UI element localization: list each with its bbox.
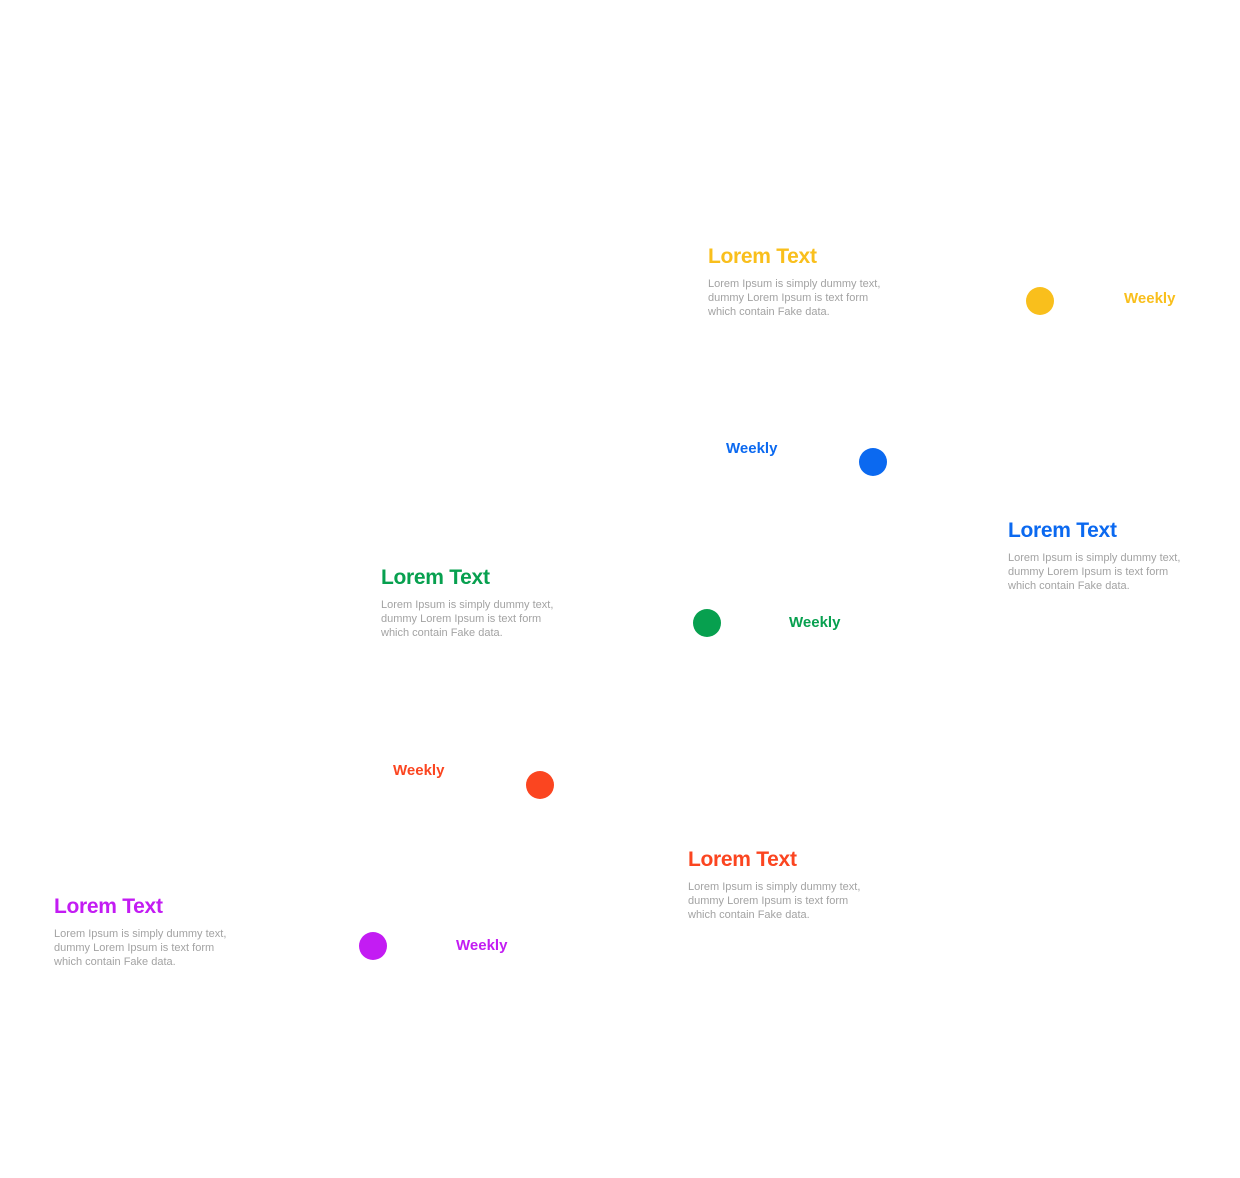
step-1-text-block: Lorem Text Lorem Ipsum is simply dummy t…: [708, 244, 908, 319]
step-1-description: Lorem Ipsum is simply dummy text, dummy …: [708, 277, 908, 319]
step-1-weekly-label: Weekly: [1124, 290, 1176, 307]
step-2-description-line: Lorem Ipsum is simply dummy text,: [1008, 552, 1181, 564]
step-4-title: Lorem Text: [688, 848, 797, 871]
step-5-description: Lorem Ipsum is simply dummy text, dummy …: [54, 927, 254, 969]
step-2-description: Lorem Ipsum is simply dummy text, dummy …: [1008, 551, 1208, 593]
step-3-description: Lorem Ipsum is simply dummy text, dummy …: [381, 598, 581, 640]
step-3-weekly-label: Weekly: [789, 614, 841, 631]
step-4-weekly-label: Weekly: [393, 762, 445, 779]
step-4-description-line: dummy Lorem Ipsum is text form: [688, 895, 849, 907]
step-1-dot: [1026, 287, 1054, 315]
step-2-title: Lorem Text: [1008, 519, 1117, 542]
step-5-title: Lorem Text: [54, 895, 163, 918]
step-2-dot: [859, 448, 887, 476]
step-5-description-line: Lorem Ipsum is simply dummy text,: [54, 928, 227, 940]
step-5-weekly-label: Weekly: [456, 937, 508, 954]
step-1-description-line: which contain Fake data.: [708, 306, 830, 318]
step-3-text-block: Lorem Text Lorem Ipsum is simply dummy t…: [381, 565, 581, 640]
step-4-description-line: Lorem Ipsum is simply dummy text,: [688, 881, 861, 893]
step-3-description-line: which contain Fake data.: [381, 627, 503, 639]
step-5-text-block: Lorem Text Lorem Ipsum is simply dummy t…: [54, 894, 254, 969]
step-5-description-line: dummy Lorem Ipsum is text form: [54, 942, 215, 954]
step-2-weekly-label: Weekly: [726, 440, 778, 457]
step-3-dot: [693, 609, 721, 637]
step-3-description-line: Lorem Ipsum is simply dummy text,: [381, 599, 554, 611]
step-2-text-block: Lorem Text Lorem Ipsum is simply dummy t…: [1008, 518, 1208, 593]
step-1-title: Lorem Text: [708, 245, 817, 268]
step-5-description-line: which contain Fake data.: [54, 956, 176, 968]
step-2-description-line: dummy Lorem Ipsum is text form: [1008, 566, 1169, 578]
step-4-description: Lorem Ipsum is simply dummy text, dummy …: [688, 880, 888, 922]
step-4-text-block: Lorem Text Lorem Ipsum is simply dummy t…: [688, 847, 888, 922]
step-3-title: Lorem Text: [381, 566, 490, 589]
step-3-description-line: dummy Lorem Ipsum is text form: [381, 613, 542, 625]
step-4-description-line: which contain Fake data.: [688, 909, 810, 921]
step-2-description-line: which contain Fake data.: [1008, 580, 1130, 592]
step-1-description-line: dummy Lorem Ipsum is text form: [708, 292, 869, 304]
step-4-dot: [526, 771, 554, 799]
step-5-dot: [359, 932, 387, 960]
step-1-description-line: Lorem Ipsum is simply dummy text,: [708, 278, 881, 290]
